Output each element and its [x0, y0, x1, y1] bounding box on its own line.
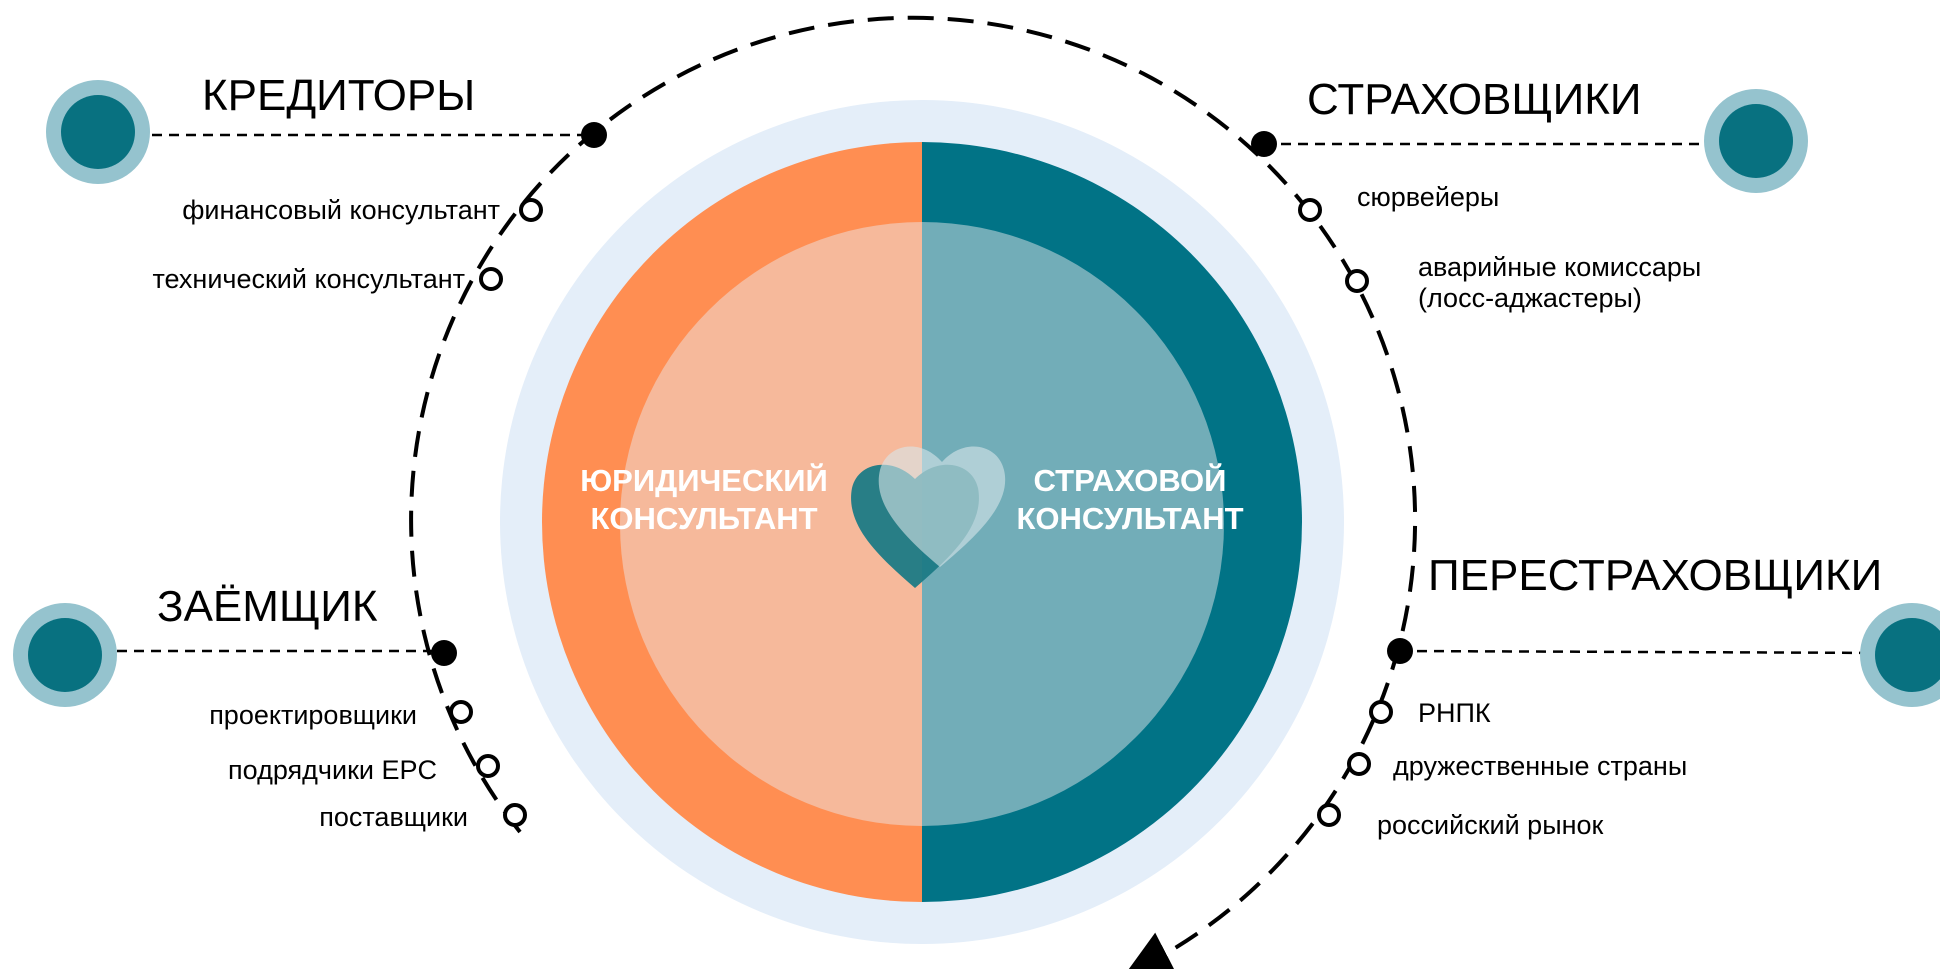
group-insurers: СТРАХОВЩИКИ сюрвейеры аварийные комиссар… [1251, 75, 1808, 313]
reinsurers-title: ПЕРЕСТРАХОВЩИКИ [1428, 551, 1882, 600]
reinsurers-item-marker-3 [1317, 803, 1341, 827]
center-right-line1: СТРАХОВОЙ [1034, 462, 1227, 498]
orbit-arc [409, 15, 1418, 969]
group-creditors: КРЕДИТОРЫ финансовый консультант техниче… [46, 71, 607, 294]
center-right-line2: КОНСУЛЬТАНТ [1016, 501, 1243, 536]
insurers-title: СТРАХОВЩИКИ [1307, 75, 1642, 124]
center-left-inner [620, 222, 922, 826]
borrower-item-marker-3 [503, 803, 527, 827]
center-left-line1: ЮРИДИЧЕСКИЙ [580, 462, 828, 498]
group-borrower: ЗАЁМЩИК проектировщики подрядчики EPC по… [13, 582, 527, 832]
borrower-node-inner [28, 618, 102, 692]
reinsurers-item-3: российский рынок [1377, 810, 1604, 840]
creditors-item-marker-1 [519, 198, 543, 222]
center-left-line2: КОНСУЛЬТАНТ [590, 501, 817, 536]
insurers-item-1: сюрвейеры [1357, 182, 1499, 212]
insurers-node-inner [1719, 104, 1793, 178]
creditors-item-2: технический консультант [152, 264, 465, 294]
reinsurers-node-inner [1875, 618, 1940, 692]
reinsurers-item-marker-2 [1347, 752, 1371, 776]
borrower-item-1: проектировщики [209, 700, 417, 730]
reinsurers-item-marker-1 [1369, 700, 1393, 724]
creditors-item-1: финансовый консультант [182, 195, 500, 225]
insurers-item-2: аварийные комиссары [1418, 252, 1701, 282]
borrower-item-2: подрядчики EPC [228, 755, 437, 785]
creditors-node-inner [61, 95, 135, 169]
insurers-item-marker-2 [1345, 269, 1369, 293]
borrower-item-marker-2 [476, 754, 500, 778]
creditors-title: КРЕДИТОРЫ [202, 71, 475, 120]
borrower-item-marker-1 [449, 700, 473, 724]
creditors-item-marker-2 [479, 267, 503, 291]
borrower-title: ЗАЁМЩИК [157, 582, 378, 631]
insurers-anchor-dot [1251, 131, 1277, 157]
borrower-item-3: поставщики [319, 802, 468, 832]
reinsurers-anchor-dot [1387, 638, 1413, 664]
insurers-item-2b: (лосс-аджастеры) [1418, 283, 1642, 313]
borrower-anchor-dot [431, 640, 457, 666]
reinsurers-item-2: дружественные страны [1393, 751, 1687, 781]
group-reinsurers: ПЕРЕСТРАХОВЩИКИ РНПК дружественные стран… [1317, 551, 1940, 840]
hearts-icon [851, 446, 1006, 588]
creditors-anchor-dot [581, 122, 607, 148]
insurers-item-marker-1 [1298, 198, 1322, 222]
reinsurers-item-1: РНПК [1418, 698, 1491, 728]
reinsurers-connector [1399, 649, 1899, 655]
center-right-inner [922, 222, 1224, 826]
